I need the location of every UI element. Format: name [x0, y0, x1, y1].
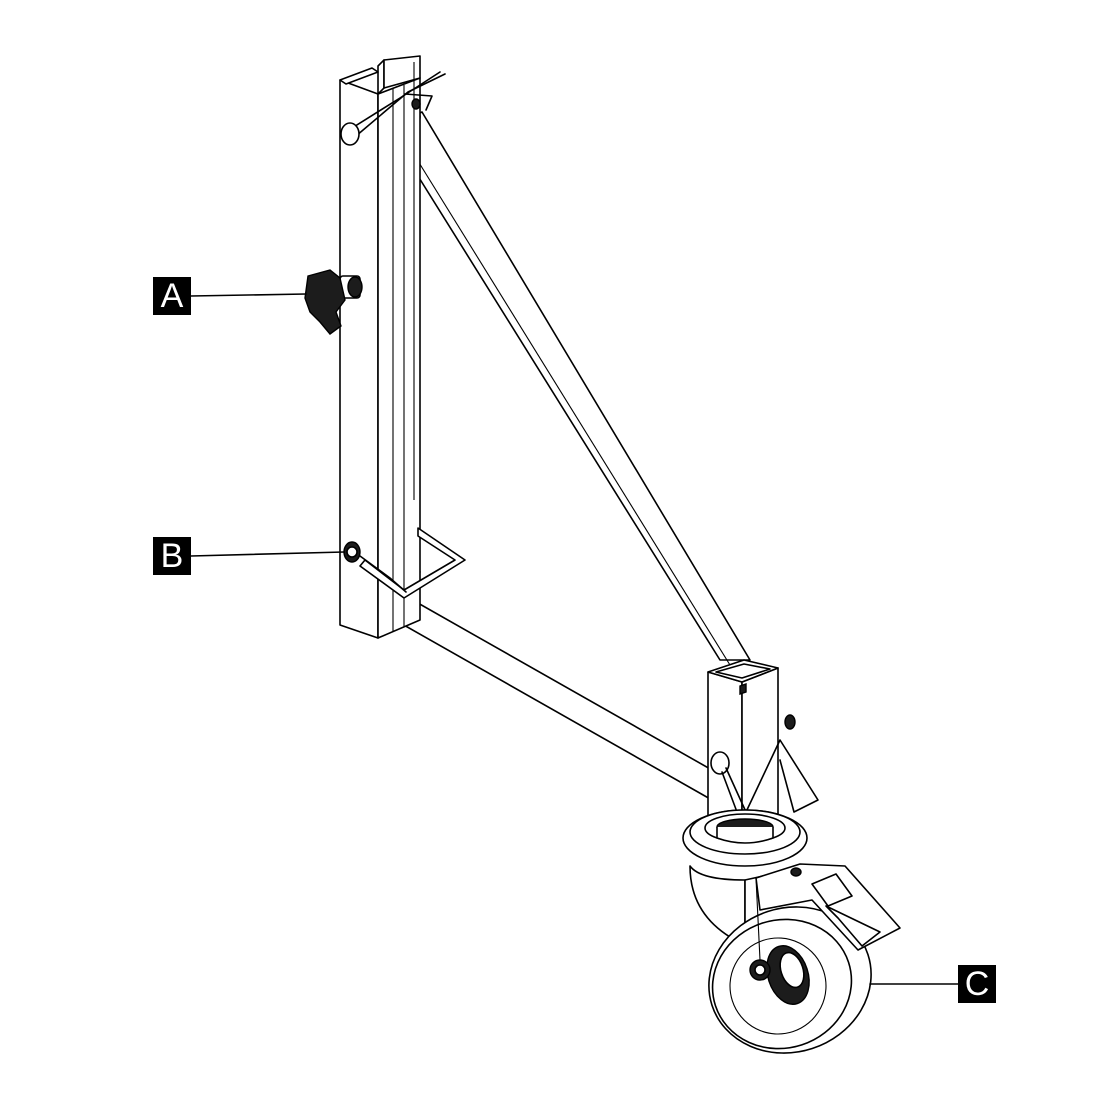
- vertical-post: [339, 55, 421, 639]
- bottom-pin: [343, 527, 466, 599]
- callout-label-b: B: [153, 537, 191, 575]
- callout-label-c: C: [958, 965, 996, 1003]
- caster-wheel: [708, 906, 872, 1054]
- caster-swivel: [682, 809, 808, 867]
- leader-line-a: [190, 293, 307, 297]
- callout-label-a: A: [153, 277, 191, 315]
- star-knob: [304, 269, 363, 335]
- leader-line-b: [190, 551, 345, 557]
- top-pin: [340, 71, 446, 146]
- bottom-tube: [389, 564, 713, 801]
- diagonal-tube: [387, 105, 751, 666]
- square-socket: [707, 659, 819, 845]
- brake-lever: [755, 863, 901, 961]
